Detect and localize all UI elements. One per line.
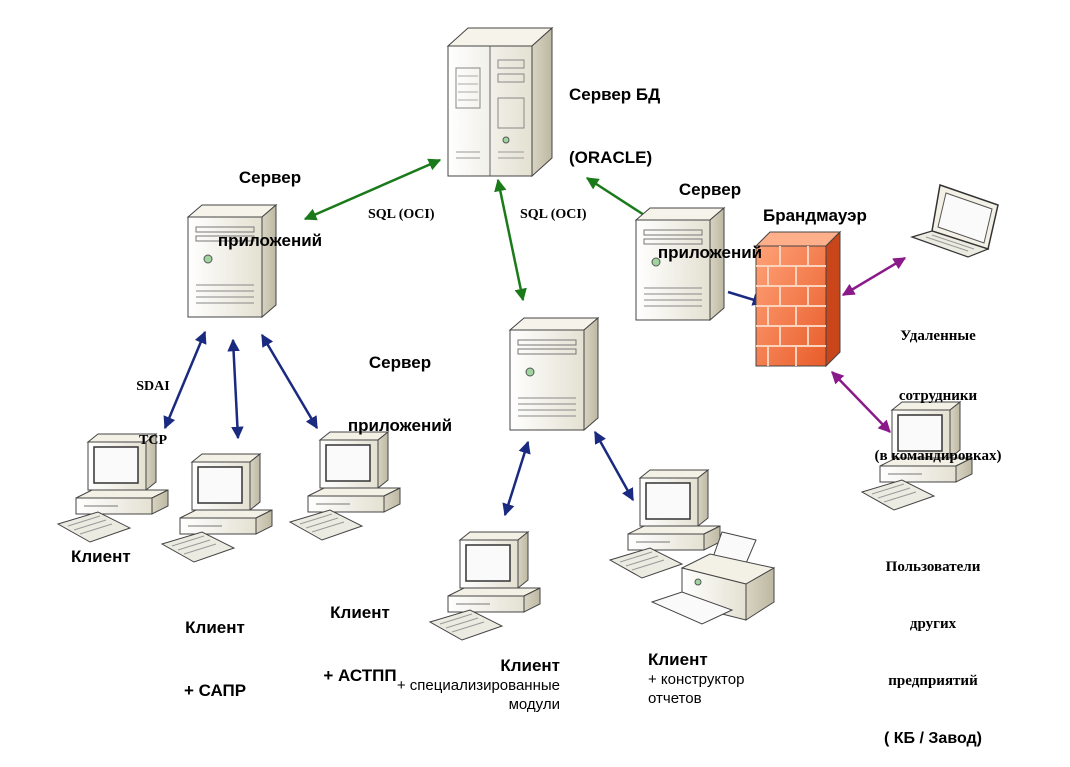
client5-line3: отчетов: [648, 690, 702, 707]
client4-line2: + специализированные: [396, 677, 560, 694]
client5-arrow: [593, 430, 635, 502]
remote-users-label: Удаленные сотрудники (в командировках): [848, 286, 1028, 486]
client-links: [163, 290, 766, 517]
remote-users-line1: Удаленные: [900, 328, 976, 344]
client2-computer-icon: [161, 453, 273, 563]
app-server-right-label: Сервер приложений: [645, 137, 775, 284]
sdai-tcp-label: SDAI TCP: [128, 342, 178, 468]
client5-line1: Клиент: [648, 650, 708, 669]
client4-line3: модули: [508, 696, 560, 713]
client1-arrow: [163, 330, 207, 430]
client3-line2: + АСТПП: [323, 666, 397, 685]
other-users-label: Пользователи других предприятий ( КБ / З…: [853, 520, 1013, 767]
remote-users-line2: сотрудники: [898, 388, 978, 404]
other-users-line2: других: [909, 616, 957, 632]
sql-left-label: SQL (OCI): [368, 207, 435, 222]
db-server-icon: [446, 26, 554, 178]
remote-users-line3: (в командировках): [874, 448, 1002, 464]
client5-line2: + конструктор: [648, 671, 745, 688]
tcp-label: TCP: [139, 433, 167, 448]
app-server-left-label-line2: приложений: [217, 231, 323, 250]
laptop-icon: [910, 184, 999, 258]
client4-label: Клиент + специализированные модули: [330, 655, 560, 714]
client3-label: Клиент + АСТПП: [315, 560, 405, 707]
app-server-center-label-line1: Сервер: [368, 353, 432, 372]
firewall-icon: [754, 230, 842, 368]
client2-arrow: [227, 338, 244, 440]
app-server-right-label-line1: Сервер: [678, 180, 742, 199]
network-diagram: [57, 26, 999, 641]
sql-arrow-center: [494, 178, 527, 302]
app-server-center-icon: [509, 317, 599, 431]
client4-computer-icon: [429, 531, 541, 641]
client3-arrow: [260, 333, 319, 430]
app-server-left-label: Сервер приложений: [205, 125, 335, 272]
client2-line2: + САПР: [183, 681, 247, 700]
other-users-line3: предприятий: [888, 673, 978, 689]
remote-users-arrow: [841, 256, 907, 297]
client4-arrow: [502, 440, 531, 517]
sdai-label: SDAI: [136, 379, 170, 394]
printer-icon: [650, 531, 776, 625]
app-server-right-label-line2: приложений: [657, 243, 763, 262]
firewall-label: Брандмауэр: [763, 206, 867, 225]
other-users-line1: Пользователи: [885, 559, 981, 575]
db-server-label-line1: Сервер БД: [569, 85, 661, 104]
app-server-center-label: Сервер приложений: [335, 310, 465, 457]
other-users-arrow: [831, 371, 891, 433]
client2-line1: Клиент: [185, 618, 245, 637]
db-server-label-line2: (ORACLE): [569, 148, 653, 167]
client5-label: Клиент + конструктор отчетов: [648, 649, 798, 708]
client4-line1: Клиент: [500, 656, 560, 675]
app-server-left-label-line1: Сервер: [238, 168, 302, 187]
sql-arrow-left: [303, 158, 442, 221]
app-server-center-label-line2: приложений: [347, 416, 453, 435]
sql-center-label: SQL (OCI): [520, 207, 587, 222]
client2-label: Клиент + САПР: [170, 575, 260, 722]
client1-label: Клиент: [71, 547, 131, 566]
external-links: [831, 256, 907, 433]
other-users-line4: ( КБ / Завод): [884, 730, 982, 747]
db-server-label: Сервер БД (ORACLE): [569, 42, 660, 189]
client3-line1: Клиент: [330, 603, 390, 622]
